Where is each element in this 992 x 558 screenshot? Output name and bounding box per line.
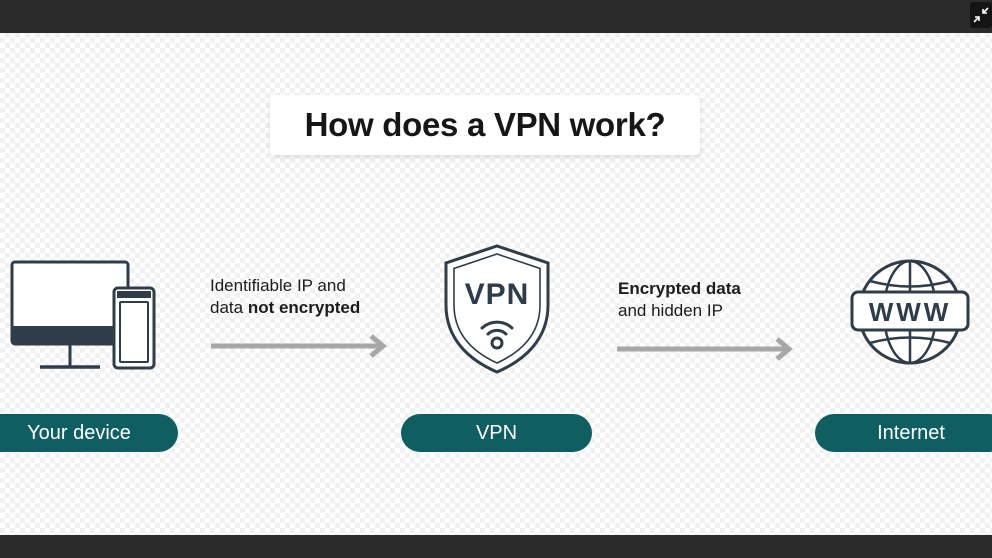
top-bar	[0, 0, 992, 33]
diagram-canvas: How does a VPN work? Identifiable IP and…	[0, 33, 992, 535]
vpn-caption-line1: Encrypted data	[618, 278, 741, 300]
globe-text: WWW	[869, 297, 952, 327]
arrow-right-icon	[617, 337, 793, 361]
internet-label: Internet	[815, 414, 992, 452]
device-caption: Identifiable IP and data not encrypted	[210, 275, 360, 319]
vpn-label: VPN	[401, 414, 592, 452]
globe-www-icon: WWW	[850, 259, 970, 365]
bottom-bar	[0, 535, 992, 558]
vpn-caption-line2: and hidden IP	[618, 301, 723, 320]
exit-fullscreen-button[interactable]	[970, 2, 992, 28]
device-caption-line2: data not encrypted	[210, 297, 360, 319]
exit-fullscreen-icon	[973, 7, 989, 23]
desktop-and-phone-icon	[10, 260, 156, 370]
shield-text: VPN	[465, 278, 530, 311]
shield-wifi-icon: VPN	[444, 244, 550, 374]
diagram-title: How does a VPN work?	[304, 106, 666, 143]
your-device-label: Your device	[0, 414, 178, 452]
device-caption-line2-bold: not encrypted	[247, 298, 361, 317]
arrow-right-icon	[211, 334, 387, 358]
title-card: How does a VPN work?	[270, 95, 700, 155]
device-caption-line1: Identifiable IP and	[210, 276, 346, 295]
device-caption-line2-prefix: data	[210, 298, 248, 317]
vpn-caption: Encrypted data and hidden IP	[618, 278, 741, 322]
vpn-caption-bold: Encrypted data	[618, 279, 741, 298]
